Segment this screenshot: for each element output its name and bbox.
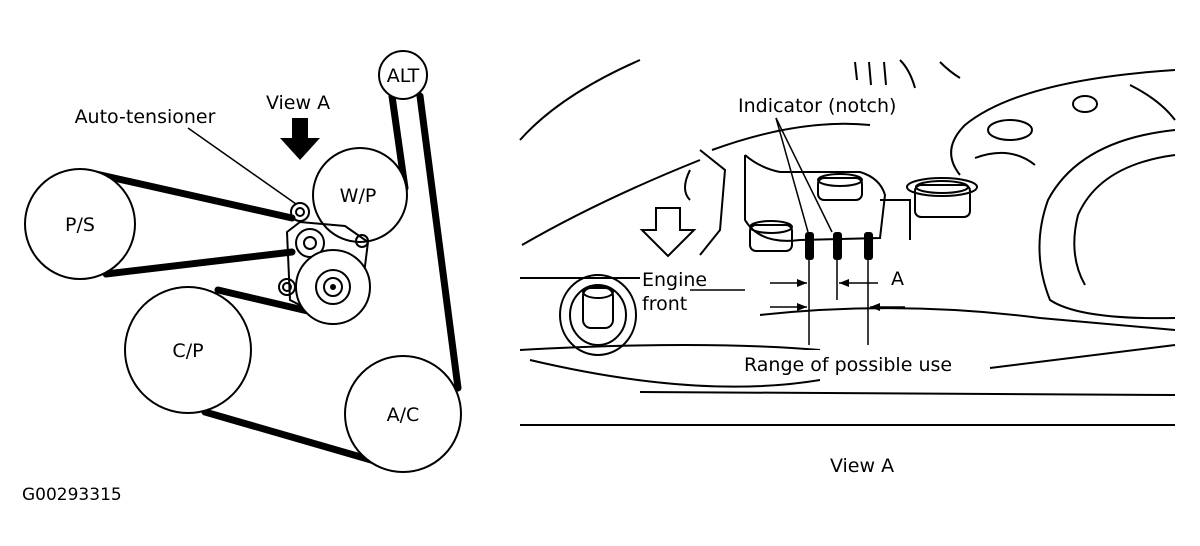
auto-tensioner [278,202,371,325]
alternator-pulley [378,50,428,100]
engine-front-arrow-icon [639,207,697,258]
notch-indicators [805,232,873,345]
view-a-label: View A [266,92,330,114]
range-label: Range of possible use [744,354,952,376]
indicator-label: Indicator (notch) [738,95,896,117]
dimension-a-label: A [891,268,904,290]
ac-compressor-pulley [344,355,462,473]
view-a-caption: View A [830,455,894,477]
belt-routing-diagram: P/S W/P ALT C/P A/C View A Auto-tensione… [22,50,462,505]
drive-belt [92,92,462,466]
engine-front-label-line2: front [642,293,687,315]
wp-label: W/P [340,185,377,207]
tensioner-body [684,149,978,256]
compressor-pulley [124,286,252,414]
cp-label: C/P [172,340,203,362]
alt-label: ALT [387,65,420,87]
ps-label: P/S [65,214,95,236]
view-a-arrow-icon [280,118,320,160]
view-a-detail: Indicator (notch) Engine front A Range o… [519,59,1176,477]
engine-front-label-line1: Engine [642,269,707,291]
water-pump-pulley [312,147,408,243]
ac-label: A/C [387,404,420,426]
figure-id: G00293315 [22,485,122,505]
crank-pulley [950,69,1176,320]
power-steering-pulley [24,168,136,280]
dimension-a [770,279,878,287]
bolt [559,274,637,356]
auto-tensioner-label: Auto-tensioner [75,106,216,128]
range-dimension [770,303,905,311]
